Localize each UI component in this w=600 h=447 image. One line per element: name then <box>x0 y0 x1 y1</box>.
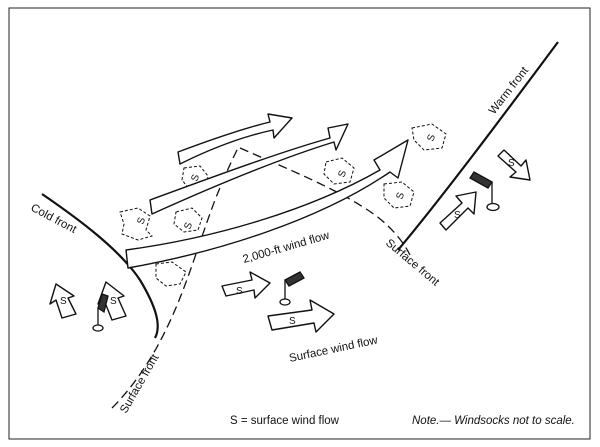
warm-front-line <box>397 41 559 251</box>
wind-arrow-icon <box>497 149 531 181</box>
surface-flow-label: Surface wind flow <box>288 334 379 365</box>
cloud-s-mark: S <box>189 173 202 183</box>
arrow-s-mark: S <box>289 316 296 327</box>
note-text: Note.— Windsocks not to scale. <box>412 415 575 427</box>
arrow-s-mark: S <box>508 158 515 169</box>
cloud-s-mark: S <box>425 133 438 143</box>
cloud-s-mark: S <box>135 216 148 226</box>
arrow-s-mark: S <box>236 286 243 297</box>
surface-front-right-label: Surface front <box>383 237 442 289</box>
surface-front-right-line <box>239 147 411 256</box>
surface-front-left-label: Surface front <box>118 352 162 416</box>
wind-arrow-icon <box>149 123 349 215</box>
arrow-s-mark: S <box>110 296 117 307</box>
wind-arrow-icon <box>125 139 409 269</box>
cold-front-label: Cold front <box>29 202 79 236</box>
wind-arrow-icon <box>267 299 335 333</box>
windsock-icon <box>469 171 500 212</box>
legend-text: S = surface wind flow <box>230 415 340 427</box>
arrow-s-mark: S <box>454 210 461 221</box>
surface-front-left-line <box>111 147 239 409</box>
cloud-s-mark: S <box>336 169 349 179</box>
windsock-icon <box>279 271 305 306</box>
wind-arrow-icon <box>221 271 271 299</box>
cloud-s-mark: S <box>394 191 407 201</box>
wind-arrow-icon <box>439 191 477 231</box>
cold-front-line <box>41 193 159 339</box>
wind-arrow-icon <box>177 113 293 165</box>
upper-wind-arrows <box>125 113 409 269</box>
figure-border <box>8 7 591 440</box>
cloud-outline-icon <box>119 123 447 287</box>
wind-arrow-icon <box>49 283 77 319</box>
arrow-s-mark: S <box>60 296 67 307</box>
cloud-s-mark: S <box>182 221 195 231</box>
windsock-icon <box>92 293 109 332</box>
